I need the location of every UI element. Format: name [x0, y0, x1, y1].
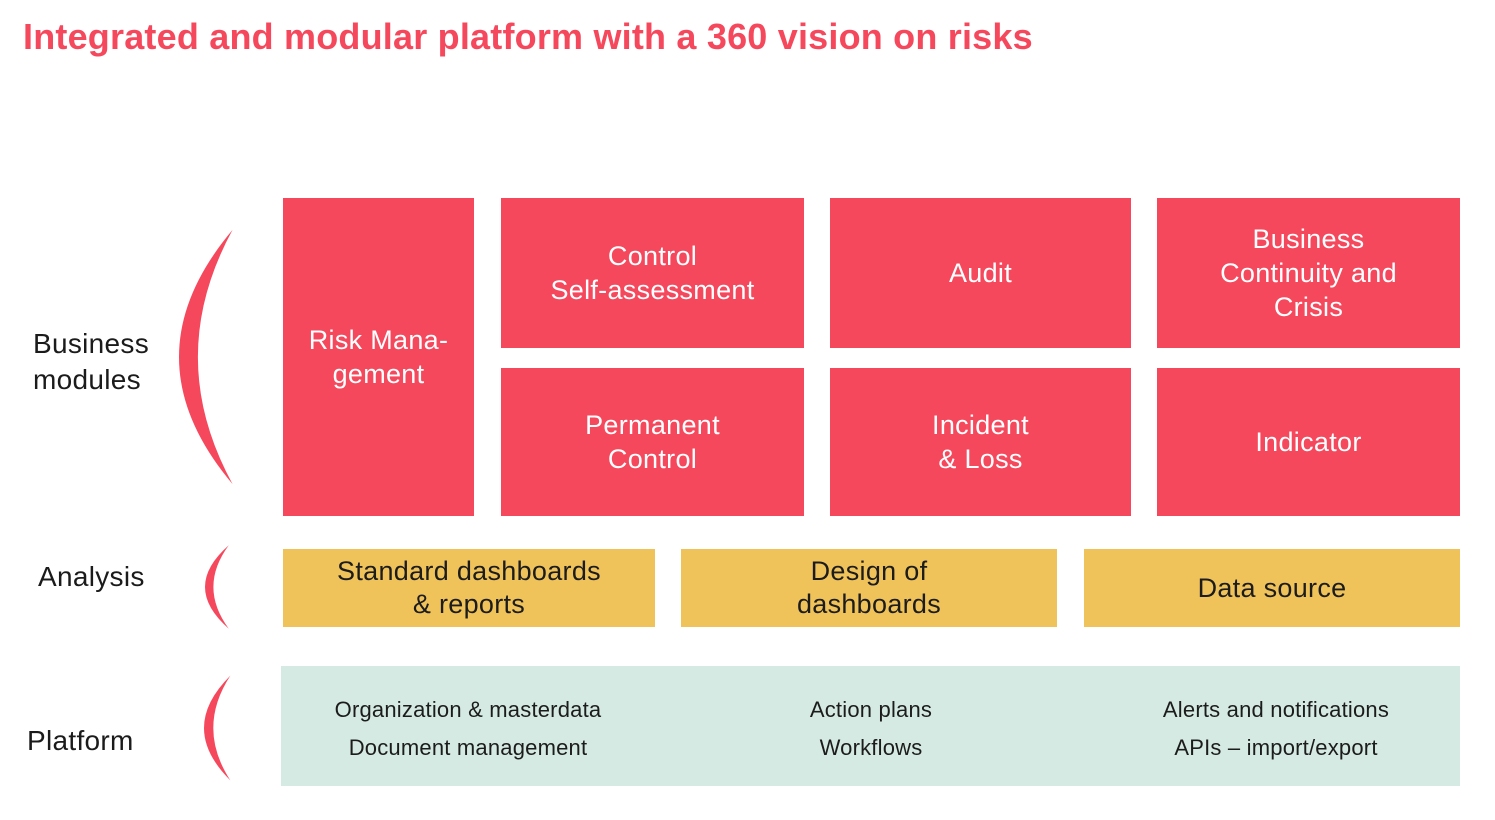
design-dashboards-box: Design of dashboards	[681, 549, 1057, 627]
platform-bracket-icon	[204, 674, 235, 782]
data-source-label: Data source	[1197, 572, 1347, 603]
audit-box: Audit	[830, 198, 1131, 348]
business-modules-bracket-icon	[179, 226, 242, 488]
permanent-control-box: Permanent Control	[501, 368, 804, 516]
platform-item-workflows: Workflows	[819, 735, 923, 760]
platform-item-apis-import-export: APIs – import/export	[1174, 735, 1378, 760]
control-self-assessment-label: Control Self-assessment	[550, 241, 755, 305]
platform-item-organization-masterdata: Organization & masterdata	[334, 697, 602, 722]
analysis-row-label: Analysis	[38, 561, 145, 592]
data-source-box: Data source	[1084, 549, 1460, 627]
permanent-control-label: Permanent Control	[585, 410, 720, 474]
audit-label: Audit	[948, 258, 1013, 288]
design-dashboards-label: Design of dashboards	[796, 556, 942, 619]
incident-loss-label: Incident & Loss	[932, 410, 1029, 474]
incident-loss-box: Incident & Loss	[830, 368, 1131, 516]
control-self-assessment-box: Control Self-assessment	[501, 198, 804, 348]
standard-dashboards-label: Standard dashboards & reports	[337, 556, 601, 619]
platform-item-action-plans: Action plans	[809, 697, 933, 722]
indicator-label: Indicator	[1255, 427, 1362, 457]
platform-band: Organization & masterdata Document manag…	[281, 666, 1460, 786]
analysis-bracket-icon	[205, 544, 233, 630]
risk-management-box: Risk Mana- gement	[283, 198, 474, 516]
standard-dashboards-box: Standard dashboards & reports	[283, 549, 655, 627]
platform-item-document-management: Document management	[348, 735, 588, 760]
page-title: Integrated and modular platform with a 3…	[23, 16, 1033, 57]
business-modules-row-label: Business modules	[33, 328, 150, 395]
risk-management-label: Risk Mana- gement	[308, 325, 449, 389]
business-continuity-crisis-box: Business Continuity and Crisis	[1157, 198, 1460, 348]
business-continuity-crisis-label: Business Continuity and Crisis	[1220, 224, 1397, 322]
platform-row-label: Platform	[27, 725, 134, 756]
indicator-box: Indicator	[1157, 368, 1460, 516]
platform-item-alerts-notifications: Alerts and notifications	[1162, 697, 1390, 722]
